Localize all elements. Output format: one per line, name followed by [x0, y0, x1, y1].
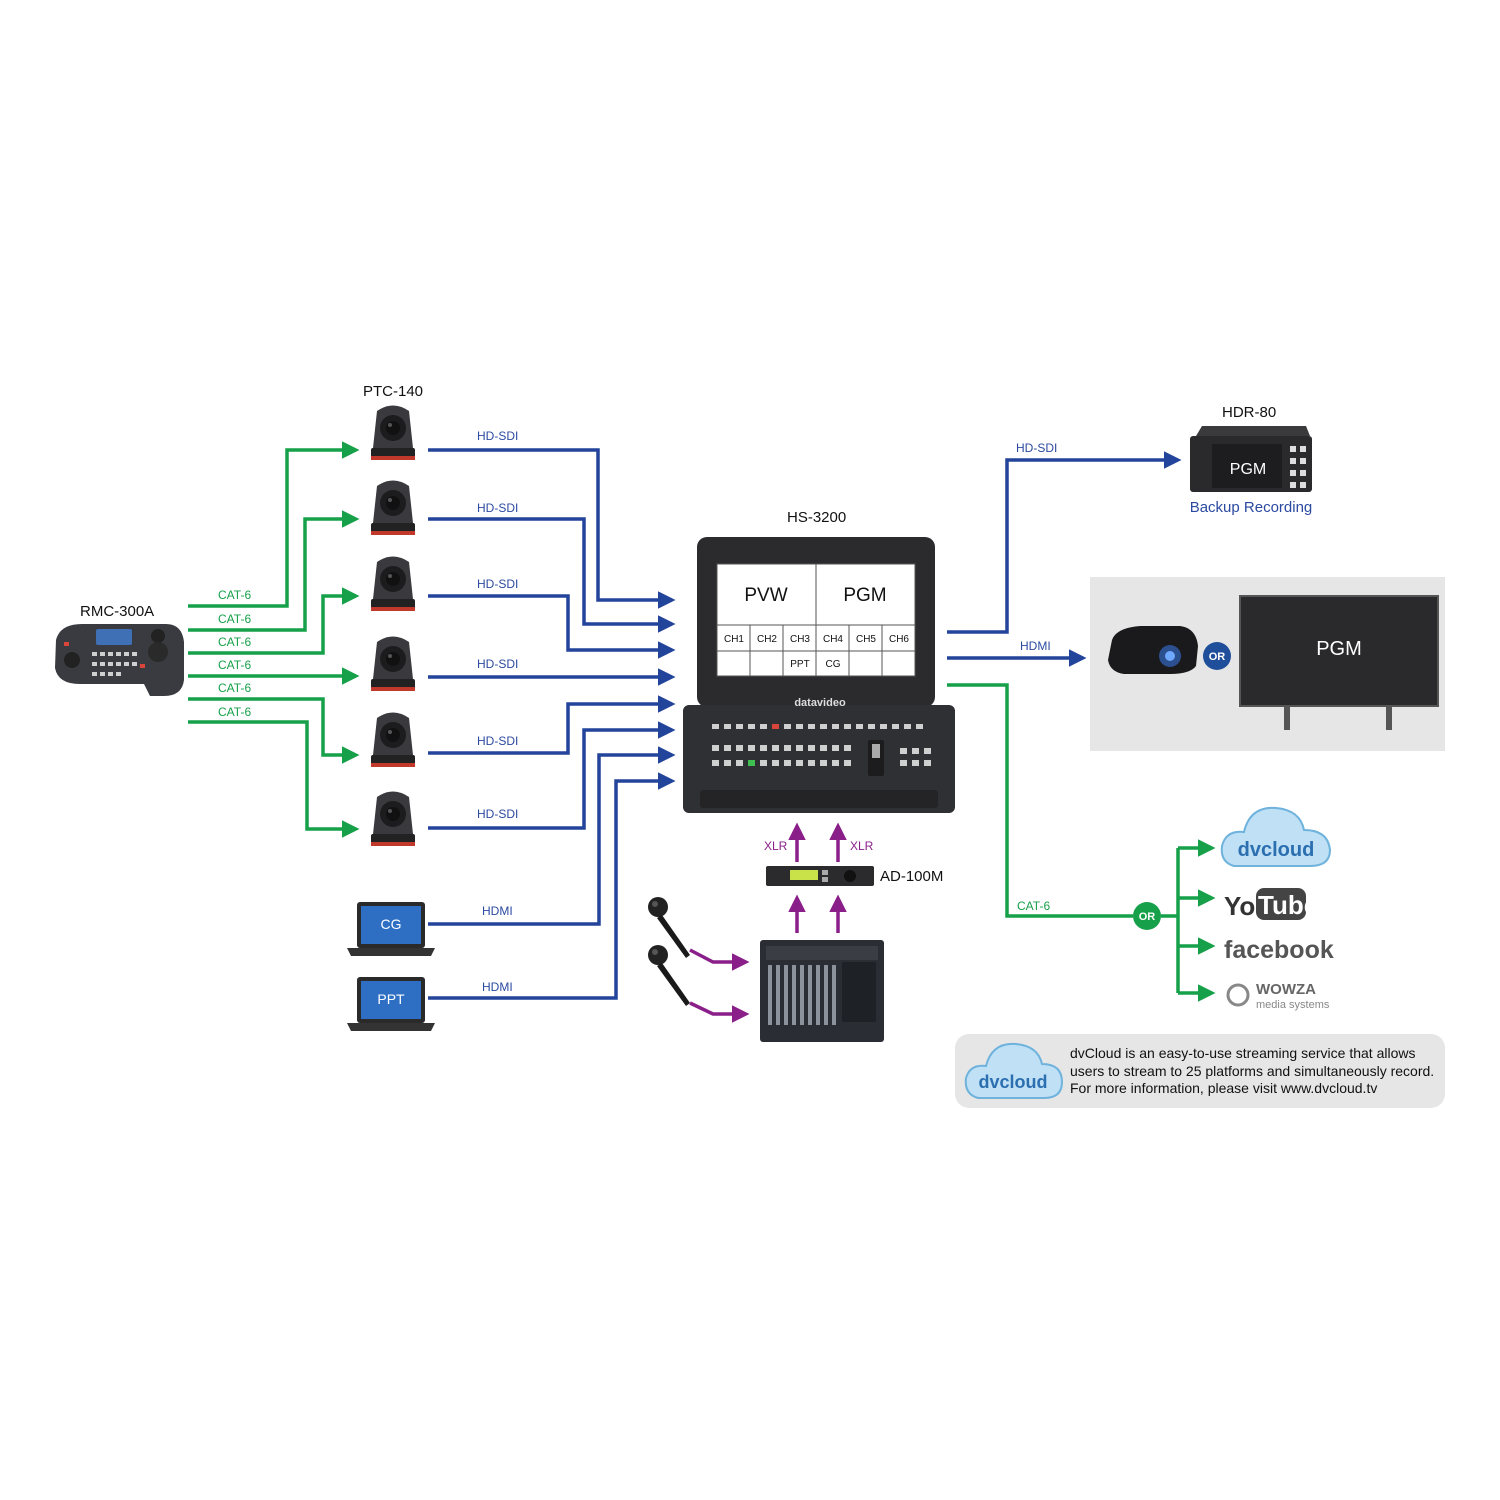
cat6-control-lines — [188, 441, 360, 838]
wowza-sub: media systems — [1256, 999, 1330, 1011]
screen-ch5: CH5 — [856, 634, 876, 645]
hdsdi-label: HD-SDI — [477, 807, 518, 821]
camera-4 — [371, 636, 415, 691]
camera-3 — [371, 556, 415, 611]
dvcloud-logo-text: dvcloud — [1238, 839, 1315, 861]
info-line-1: dvCloud is an easy-to-use streaming serv… — [1070, 1045, 1416, 1061]
recorder-device — [1190, 426, 1312, 492]
wowza-icon — [1226, 983, 1250, 1007]
cat6-label: CAT-6 — [218, 635, 251, 649]
xlr-label: XLR — [850, 839, 874, 853]
hdsdi-label: HD-SDI — [477, 429, 518, 443]
output-cat6-label: CAT-6 — [1017, 899, 1050, 913]
wowza-logo: WOWZA media systems — [1226, 981, 1330, 1011]
hdsdi-label: HD-SDI — [477, 657, 518, 671]
cat6-label: CAT-6 — [218, 588, 251, 602]
info-line-2: users to stream to 25 platforms and simu… — [1070, 1063, 1434, 1079]
screen-pgm: PGM — [843, 585, 886, 606]
recorder-title: HDR-80 — [1222, 404, 1276, 421]
controller-device — [55, 624, 184, 696]
screen-ch4: CH4 — [823, 634, 843, 645]
output-hdmi-label: HDMI — [1020, 639, 1051, 653]
recorder-caption: Backup Recording — [1190, 499, 1313, 516]
hdsdi-label: HD-SDI — [477, 577, 518, 591]
screen-ch3: CH3 — [790, 634, 810, 645]
info-box — [955, 1034, 1445, 1108]
screen-ch6: CH6 — [889, 634, 909, 645]
screen-cg-cell: CG — [826, 659, 841, 670]
screen-channels: CH1 CH2 CH3 CH4 CH5 CH6 PPT CG — [724, 634, 909, 670]
cat6-label: CAT-6 — [218, 612, 251, 626]
projector-device — [1108, 626, 1198, 674]
hdmi-label: HDMI — [482, 980, 513, 994]
youtube-tube-box — [1256, 888, 1306, 920]
camera-5 — [371, 712, 415, 767]
cat6-label: CAT-6 — [218, 705, 251, 719]
output-lines — [947, 451, 1216, 1002]
info-logo-text: dvcloud — [978, 1072, 1047, 1092]
recorder-screen-text: PGM — [1230, 461, 1266, 478]
youtube-tube: Tube — [1258, 890, 1318, 920]
stream-or-badge — [1133, 902, 1161, 930]
screen-ch1: CH1 — [724, 634, 744, 645]
audio-lines — [689, 822, 847, 1023]
cat6-label: CAT-6 — [218, 681, 251, 695]
screen-ch2: CH2 — [757, 634, 777, 645]
video-input-labels: HD-SDI HD-SDI HD-SDI HD-SDI HD-SDI HD-SD… — [477, 429, 518, 994]
laptop-ppt-label: PPT — [377, 991, 405, 1007]
output-hdsdi-label: HD-SDI — [1016, 441, 1057, 455]
camera-6 — [371, 791, 415, 846]
wowza-text: WOWZA — [1256, 981, 1316, 998]
hdsdi-label: HD-SDI — [477, 734, 518, 748]
camera-1 — [371, 405, 415, 460]
info-line-3: For more information, please visit www.d… — [1070, 1080, 1377, 1096]
hdsdi-label: HD-SDI — [477, 501, 518, 515]
dvcloud-logo — [1220, 806, 1332, 867]
xlr-label: XLR — [764, 839, 788, 853]
monitor-device — [1239, 595, 1439, 730]
switcher-device — [683, 537, 955, 813]
camera-2 — [371, 480, 415, 535]
screen-pvw: PVW — [744, 585, 787, 606]
screen-ppt-cell: PPT — [790, 659, 809, 670]
youtube-logo: You Tube — [1224, 888, 1318, 921]
display-or-label: OR — [1209, 651, 1226, 663]
video-input-lines — [428, 448, 676, 1000]
facebook-logo: facebook — [1224, 936, 1334, 964]
switcher-title: HS-3200 — [787, 509, 846, 526]
laptop-cg-label: CG — [381, 916, 402, 932]
display-or-badge — [1203, 642, 1231, 670]
switcher-brand: datavideo — [794, 697, 846, 709]
stream-or-label: OR — [1139, 911, 1156, 923]
cat6-labels: CAT-6 CAT-6 CAT-6 CAT-6 CAT-6 CAT-6 — [218, 588, 251, 719]
audio-mixer — [760, 940, 884, 1042]
camera-title: PTC-140 — [363, 383, 423, 400]
audio-converter-title: AD-100M — [880, 868, 943, 885]
monitor-screen-text: PGM — [1316, 638, 1362, 660]
controller-title: RMC-300A — [80, 603, 154, 620]
audio-converter-device — [766, 866, 874, 886]
cat6-label: CAT-6 — [218, 658, 251, 672]
info-dvcloud-logo — [964, 1042, 1064, 1099]
hdmi-label: HDMI — [482, 904, 513, 918]
